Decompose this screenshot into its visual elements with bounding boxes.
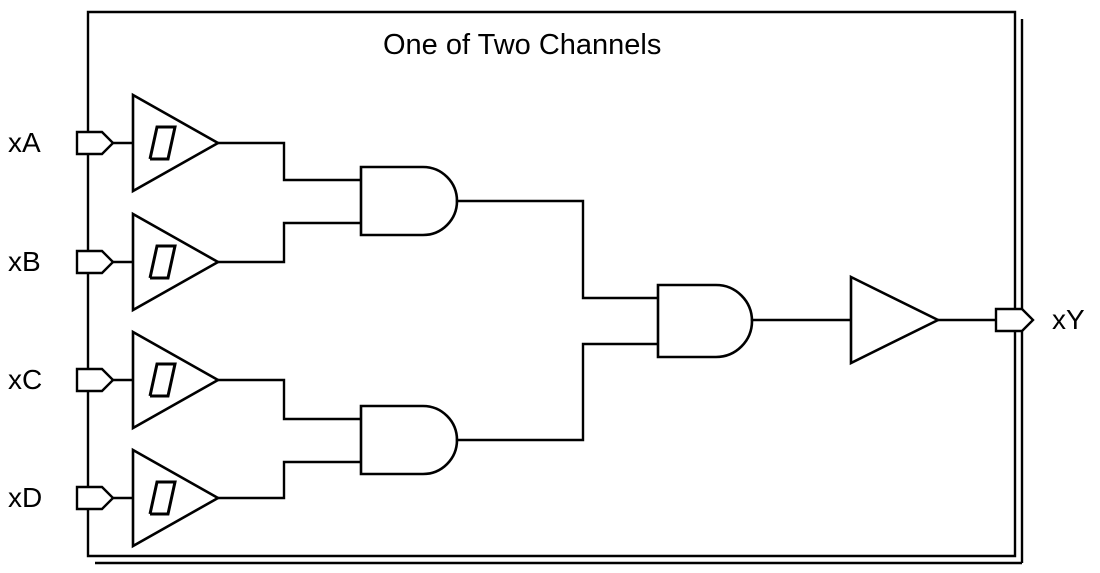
input-pin-icon-xa[interactable] bbox=[75, 130, 115, 156]
diagram-title: One of Two Channels bbox=[383, 29, 662, 61]
output-label-xy: xY bbox=[1052, 304, 1085, 335]
and-gate-ab[interactable] bbox=[359, 165, 459, 237]
package-outline bbox=[86, 10, 1017, 558]
wire-and-cd-to-final bbox=[455, 342, 660, 442]
hysteresis-icon-b bbox=[148, 244, 177, 280]
input-pin-icon-xd[interactable] bbox=[75, 485, 115, 511]
and-gate-final[interactable] bbox=[656, 283, 754, 359]
hysteresis-icon-a bbox=[148, 125, 177, 161]
hysteresis-icon-c bbox=[148, 362, 177, 398]
input-label-xb: xB bbox=[8, 246, 41, 277]
wire-buffer-a-to-and-ab bbox=[216, 141, 363, 182]
package-boundary bbox=[86, 10, 1024, 565]
buffer-triangle-d bbox=[131, 447, 221, 549]
buffer-triangle-b bbox=[131, 211, 221, 313]
wire-buffer-b-to-and-ab bbox=[216, 221, 363, 264]
input-pin-icon-xc[interactable] bbox=[75, 367, 115, 393]
input-wires-group bbox=[111, 141, 135, 500]
input-label-xc: xC bbox=[8, 364, 43, 395]
and-gate-cd[interactable] bbox=[359, 404, 459, 476]
input-label-xd: xD bbox=[8, 482, 43, 513]
wire-buffer-c-to-and-cd bbox=[216, 378, 363, 421]
and-to-final-wires bbox=[455, 199, 660, 442]
schmitt-buffer-c[interactable] bbox=[131, 329, 221, 431]
wire-buffer-d-to-and-cd bbox=[216, 460, 363, 500]
buffer-triangle-a bbox=[131, 92, 221, 194]
wire-and-ab-to-final bbox=[455, 199, 660, 300]
buffer-triangle-c bbox=[131, 329, 221, 431]
buffer-to-and-wires bbox=[216, 141, 363, 500]
input-pin-icon-xb[interactable] bbox=[75, 249, 115, 275]
schmitt-buffer-b[interactable] bbox=[131, 211, 221, 313]
input-pins-group bbox=[75, 130, 115, 511]
output-pin-icon-xy[interactable] bbox=[994, 307, 1035, 333]
input-label-xa: xA bbox=[8, 127, 41, 158]
schmitt-buffer-d[interactable] bbox=[131, 447, 221, 549]
schmitt-buffer-a[interactable] bbox=[131, 92, 221, 194]
output-buffer[interactable] bbox=[849, 274, 941, 366]
hysteresis-icon-d bbox=[148, 480, 177, 516]
